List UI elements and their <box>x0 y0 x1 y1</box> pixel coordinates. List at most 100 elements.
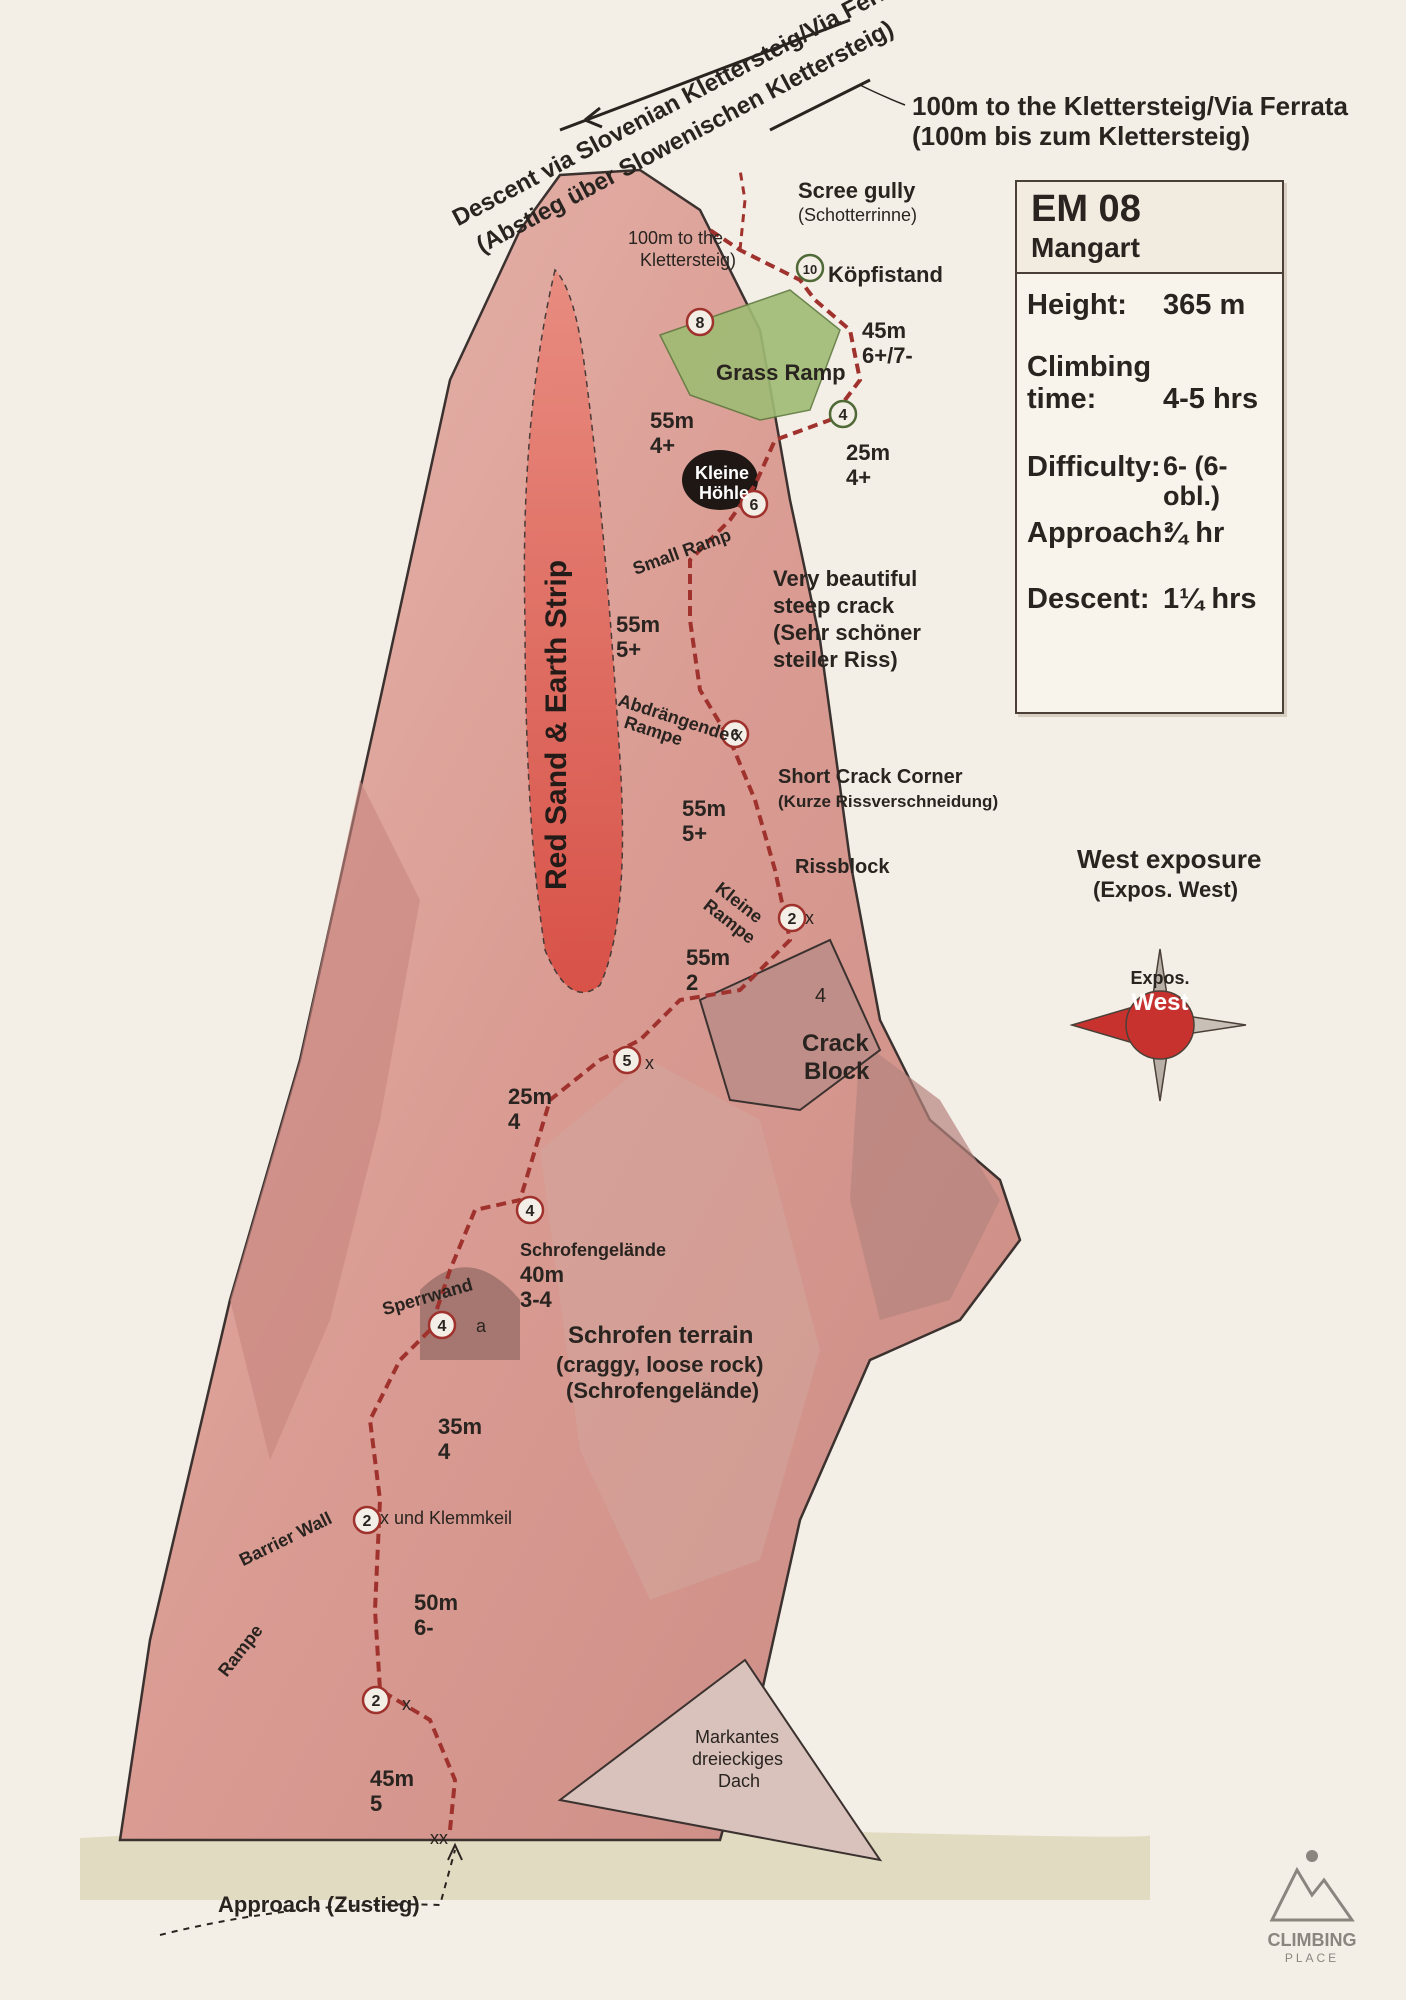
crack-label-4: steiler Riss) <box>773 647 898 672</box>
belay-station-label-9: 4 <box>438 1318 447 1335</box>
pitch-grade-6: 2 <box>686 970 699 995</box>
pitch-grade-1: 6+/7- <box>862 343 913 368</box>
red-sand-strip <box>523 268 624 994</box>
mark-x-3: x <box>645 1053 654 1073</box>
descent-info-value: 1¼ hrs <box>1163 583 1257 615</box>
rissblock-label: Rissblock <box>795 856 890 878</box>
dach-label-2: dreieckiges <box>692 1749 784 1769</box>
belay-station-label-10: 2 <box>363 1513 372 1530</box>
belay-station-label-6: 2 <box>788 911 797 928</box>
height-value: 365 m <box>1163 289 1246 321</box>
belay-station-7 <box>612 1045 642 1075</box>
mark-x-4: x <box>402 1694 411 1714</box>
schrofengelaende-label: Schrofengelände <box>520 1240 667 1260</box>
descent-arrow <box>559 18 851 132</box>
pitch-grade-7: 4 <box>508 1109 521 1134</box>
schrofen-label-1: Schrofen terrain <box>568 1322 754 1349</box>
crack-block <box>698 938 882 1112</box>
scree-gully-label: Scree gully <box>798 178 916 203</box>
route-code: EM 08 <box>1031 188 1141 230</box>
pitch-grade-4: 5+ <box>616 637 642 662</box>
belay-station-label-1: 10 <box>803 262 817 277</box>
dach-label-3: Dach <box>718 1771 761 1791</box>
kleine-hoehle <box>682 450 758 510</box>
compass-badge-top: Expos. <box>1130 968 1190 988</box>
pitch-len-1: 45m <box>862 318 907 343</box>
via-ferrata-leader <box>859 84 906 106</box>
mark-a: a <box>476 1316 487 1336</box>
pitch-grade-11: 5 <box>370 1791 383 1816</box>
crack-label-1: Very beautiful <box>773 566 918 591</box>
crack-block-label-2: Block <box>804 1058 870 1085</box>
kleine-hoehle-label-1: Kleine <box>695 463 750 483</box>
logo-line2: PLACE <box>1284 1951 1340 1965</box>
route-name: Mangart <box>1031 232 1140 263</box>
belay-station-9 <box>427 1310 457 1340</box>
climbing-time-value: 4-5 hrs <box>1163 383 1259 415</box>
rock-shade-mid <box>540 1060 820 1600</box>
pitch-len-4: 55m <box>616 612 661 637</box>
scree-gully-de-label: (Schotterrinne) <box>798 205 918 225</box>
route-info-card: EM 08 Mangart Height: 365 m Climbing tim… <box>1015 180 1284 714</box>
pitch-len-10: 50m <box>414 1590 459 1615</box>
schrofen-label-3: (Schrofengelände) <box>566 1378 760 1403</box>
exposure-title: West exposure <box>1077 844 1262 874</box>
descent-info-label: Descent: <box>1027 583 1150 615</box>
route-info-header: EM 08 Mangart <box>1017 182 1282 274</box>
kletter-100-label-2: Klettersteig) <box>640 250 737 270</box>
pitch-grade-5: 5+ <box>682 821 708 846</box>
belay-station-10 <box>352 1505 382 1535</box>
belay-station-label-11: 2 <box>372 1693 381 1710</box>
belay-station-6 <box>777 903 807 933</box>
kletter-100-label-1: 100m to the <box>628 228 724 248</box>
x-klemmkeil-label: x und Klemmkeil <box>380 1508 513 1528</box>
climbing-time-label: Climbing time: <box>1027 351 1152 415</box>
via-ferrata-label-1: 100m to the Klettersteig/Via Ferrata <box>912 91 1348 121</box>
approach-label: Approach (Zustieg) <box>218 1892 420 1917</box>
belay-station-label-4: 6 <box>750 497 759 514</box>
approach-arrow-head <box>447 1842 463 1861</box>
mark-x-1: x <box>734 725 743 745</box>
descent-arrow-head <box>584 106 603 129</box>
crack-label-2: steep crack <box>773 593 895 618</box>
kleine-hoehle-label-2: Höhle <box>699 483 750 503</box>
mark-xx: xx <box>430 1828 448 1848</box>
pitch-grade-2: 4+ <box>650 433 676 458</box>
belay-station-label-7: 5 <box>623 1053 632 1070</box>
rock-shade-left <box>230 780 420 1460</box>
pitch-len-3: 25m <box>846 440 891 465</box>
compass-badge-bottom: West <box>1131 989 1189 1016</box>
height-label: Height: <box>1027 289 1127 321</box>
ground-band <box>80 1826 1151 1900</box>
compass-rose-icon <box>1070 948 1247 1102</box>
pitch-len-9: 35m <box>438 1414 483 1439</box>
kopfistand-label: Köpfistand <box>828 262 943 287</box>
dach-label-1: Markantes <box>695 1727 780 1747</box>
approach-info-value: ¾ hr <box>1163 517 1225 549</box>
pitch-len-5: 55m <box>682 796 727 821</box>
grass-ramp-label: Grass Ramp <box>716 360 846 385</box>
pitch-grade-10: 6- <box>414 1615 434 1640</box>
via-ferrata-arrow <box>769 78 871 132</box>
pitch-len-7: 25m <box>508 1084 553 1109</box>
exposure-subtitle: (Expos. West) <box>1093 877 1239 902</box>
pitch-len-6: 55m <box>686 945 731 970</box>
climbing-place-logo-icon <box>1269 1850 1355 1922</box>
belay-station-label-8: 4 <box>526 1203 535 1220</box>
pitch-grade-3: 4+ <box>846 465 872 490</box>
scree-route <box>738 169 747 251</box>
triangle-roof <box>557 1658 883 1862</box>
belay-station-8 <box>515 1195 545 1225</box>
pitch-len-8: 40m <box>520 1262 565 1287</box>
crack-block-label-1: Crack <box>802 1030 869 1057</box>
crack-label-3: (Sehr schöner <box>773 620 921 645</box>
pitch-grade-9: 4 <box>438 1439 451 1464</box>
mark-x-2: x <box>805 908 814 928</box>
approach-arrow <box>159 1849 456 1936</box>
rock-shade-right <box>850 1040 1000 1320</box>
approach-info-label: Approach: <box>1027 517 1172 549</box>
crack-block-grade: 4 <box>815 985 827 1007</box>
